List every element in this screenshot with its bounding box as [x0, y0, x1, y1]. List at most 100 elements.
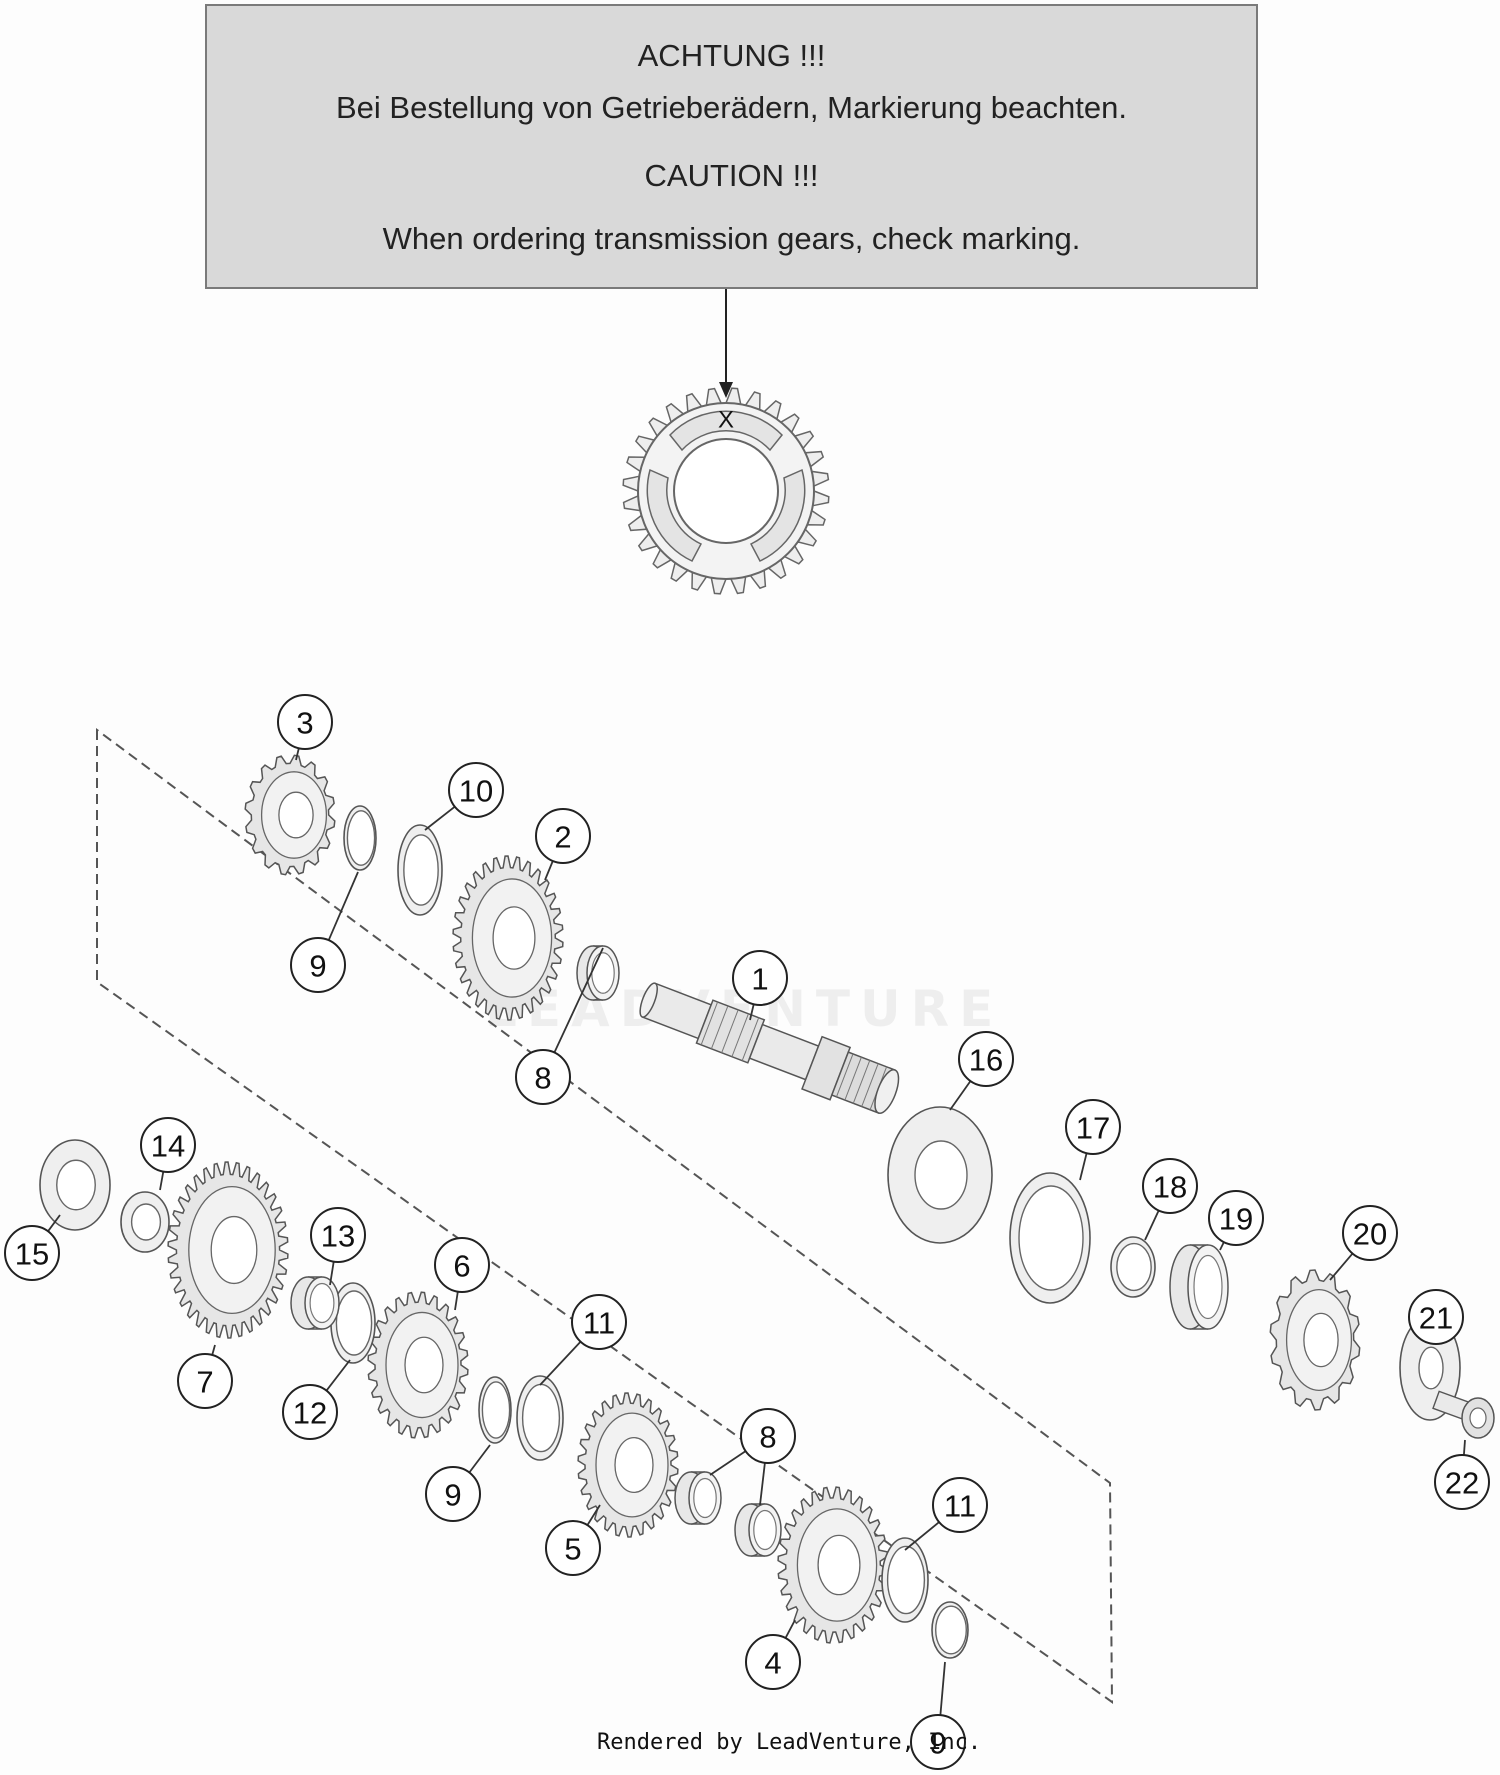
leader-line-6	[454, 1291, 459, 1311]
leader-line-5	[586, 1504, 601, 1526]
leader-line-4	[784, 1619, 796, 1639]
callout-6[interactable]: 6	[434, 1237, 490, 1293]
needle-bearing-part-8b	[674, 1471, 722, 1525]
circlip-part-9b	[478, 1376, 512, 1444]
leader-line-17	[1079, 1152, 1088, 1181]
callout-circle	[740, 1408, 796, 1464]
gear-part-7	[167, 1161, 289, 1339]
callout-8[interactable]: 8	[740, 1408, 796, 1464]
callout-14[interactable]: 14	[140, 1117, 196, 1173]
callout-circle	[140, 1117, 196, 1173]
callout-number: 4	[764, 1646, 781, 1681]
footer-credit: Rendered by LeadVenture, Inc.	[597, 1730, 982, 1755]
callout-12[interactable]: 12	[282, 1384, 338, 1440]
leader-line-9	[327, 871, 359, 941]
callout-11[interactable]: 11	[932, 1477, 988, 1533]
callout-2[interactable]: 2	[535, 808, 591, 864]
callout-circle	[1342, 1205, 1398, 1261]
caution-notice: ACHTUNG !!! Bei Bestellung von Getrieber…	[205, 4, 1258, 289]
bearing-part-16	[887, 1106, 993, 1244]
callout-13[interactable]: 13	[310, 1207, 366, 1263]
callout-7[interactable]: 7	[177, 1353, 233, 1409]
leader-line-16	[949, 1080, 972, 1111]
callout-16[interactable]: 16	[958, 1031, 1014, 1087]
circlip-part-9a	[343, 805, 377, 871]
washer-part-14	[120, 1191, 170, 1253]
callout-number: 10	[459, 774, 493, 809]
callout-circle	[1142, 1158, 1198, 1214]
callout-number: 12	[293, 1396, 327, 1431]
callout-8[interactable]: 8	[515, 1049, 571, 1105]
callout-5[interactable]: 5	[545, 1520, 601, 1576]
bearing-part-15	[39, 1139, 111, 1231]
callout-9[interactable]: 9	[290, 937, 346, 993]
notice-de-title: ACHTUNG !!!	[637, 38, 826, 73]
callout-number: 15	[15, 1237, 49, 1272]
callout-11[interactable]: 11	[571, 1294, 627, 1350]
leader-line-11	[539, 1341, 582, 1386]
gear-part-5	[577, 1392, 679, 1538]
washer-part-11a	[516, 1375, 564, 1461]
callout-circle	[745, 1634, 801, 1690]
notice-de-text: Bei Bestellung von Getrieberädern, Marki…	[336, 90, 1127, 125]
callout-number: 17	[1076, 1111, 1110, 1146]
callout-10[interactable]: 10	[448, 762, 504, 818]
callout-circle	[448, 762, 504, 818]
callout-9[interactable]: 9	[910, 1714, 966, 1770]
leader-line-2	[544, 860, 554, 881]
callout-number: 13	[321, 1219, 355, 1254]
callout-number: 2	[554, 820, 571, 855]
callout-17[interactable]: 17	[1065, 1099, 1121, 1155]
callout-number: 3	[296, 706, 313, 741]
marked-gear-detail: X	[622, 387, 830, 595]
callout-circle	[310, 1207, 366, 1263]
leader-line-18	[1144, 1210, 1160, 1241]
callout-circle	[932, 1477, 988, 1533]
leader-lines	[47, 748, 1466, 1716]
callout-1[interactable]: 1	[732, 950, 788, 1006]
o-ring-part-18	[1110, 1236, 1156, 1298]
callout-number: 14	[151, 1129, 185, 1164]
callout-number: 11	[583, 1306, 615, 1341]
callout-circle	[290, 937, 346, 993]
leader-line-12	[325, 1359, 351, 1392]
callout-19[interactable]: 19	[1208, 1190, 1264, 1246]
callout-number: 9	[309, 949, 326, 984]
callout-4[interactable]: 4	[745, 1634, 801, 1690]
leader-line-9	[939, 1661, 946, 1716]
gear-part-2	[452, 855, 564, 1021]
gear-part-6	[367, 1291, 469, 1439]
callout-circle	[434, 1237, 490, 1293]
callout-circle	[177, 1353, 233, 1409]
leader-line-19	[1219, 1241, 1225, 1251]
callout-number: 11	[944, 1489, 976, 1524]
leader-line-20	[1329, 1253, 1354, 1281]
gear-mark-x: X	[718, 407, 734, 434]
callout-circle	[571, 1294, 627, 1350]
callout-3[interactable]: 3	[277, 694, 333, 750]
leader-line-8	[759, 1462, 766, 1506]
leader-line-3	[295, 748, 300, 761]
callout-number: 18	[1153, 1170, 1187, 1205]
callout-number: 6	[453, 1249, 470, 1284]
leader-line-9	[468, 1444, 491, 1474]
callout-circle	[282, 1384, 338, 1440]
callout-number: 7	[196, 1365, 213, 1400]
callout-18[interactable]: 18	[1142, 1158, 1198, 1214]
callout-22[interactable]: 22	[1434, 1454, 1490, 1510]
leader-line-1	[749, 1004, 755, 1021]
callout-circle	[277, 694, 333, 750]
seal-part-17	[1009, 1172, 1091, 1304]
callout-15[interactable]: 15	[4, 1225, 60, 1281]
leader-line-13	[329, 1261, 335, 1286]
callout-20[interactable]: 20	[1342, 1205, 1398, 1261]
washer-part-12	[330, 1282, 376, 1364]
leader-line-7	[211, 1344, 216, 1356]
callout-circle	[1408, 1289, 1464, 1345]
leader-line-10	[424, 805, 456, 831]
notice-en-text: When ordering transmission gears, check …	[382, 221, 1081, 256]
callout-21[interactable]: 21	[1408, 1289, 1464, 1345]
callout-9[interactable]: 9	[425, 1466, 481, 1522]
